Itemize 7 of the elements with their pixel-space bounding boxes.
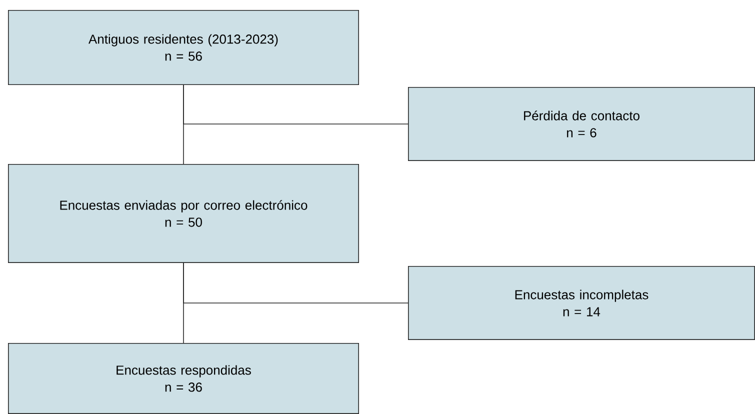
connector-line [183,262,408,304]
process-box: Encuestas respondidas n = 36 [8,342,359,414]
process-box: Antiguos residentes (2013-2023) n = 56 [8,10,359,85]
connector-line [183,84,408,124]
process-box: Pérdida de contacto n = 6 [408,87,755,161]
process-box: Encuestas enviadas por correo electrónico n = 50 [8,164,359,263]
process-box: Encuestas incompletas n = 14 [408,266,755,340]
